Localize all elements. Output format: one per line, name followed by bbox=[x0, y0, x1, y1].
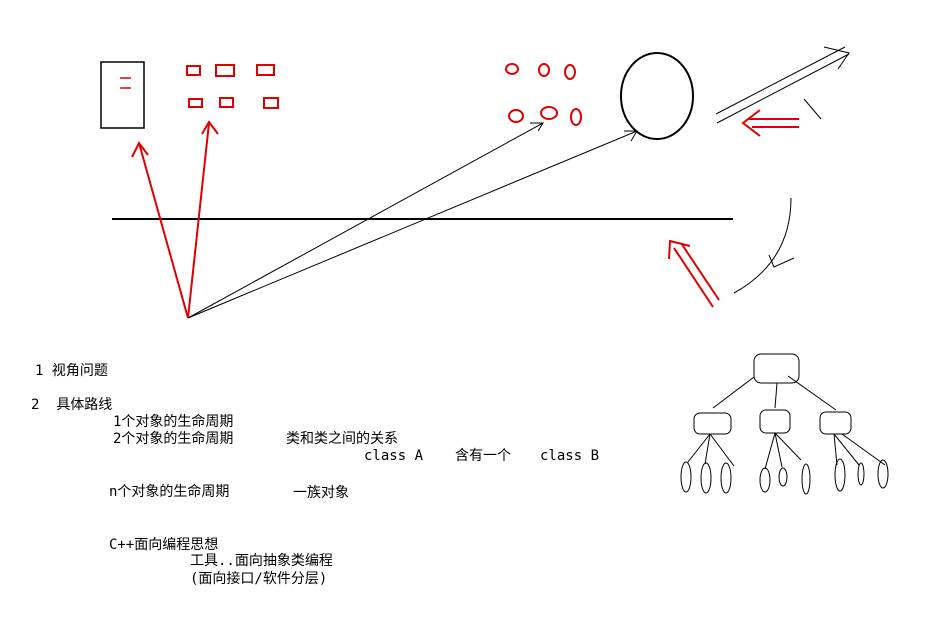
object-oval bbox=[540, 106, 558, 120]
object-rect bbox=[219, 97, 234, 108]
red-view-arrows bbox=[131, 120, 219, 319]
object-oval bbox=[538, 63, 550, 77]
view-arrow-line bbox=[187, 122, 544, 319]
object-oval bbox=[505, 63, 519, 75]
view-arrow-head bbox=[530, 122, 544, 132]
note-tools: 工具..面向抽象类编程 bbox=[190, 553, 333, 569]
tree-leaf bbox=[680, 461, 692, 493]
big-circle bbox=[620, 52, 694, 140]
note-item-2: 2 具体路线 bbox=[31, 397, 113, 413]
note-interface: (面向接口/软件分层) bbox=[190, 571, 328, 587]
note-two-objects: 2个对象的生命周期 bbox=[113, 431, 234, 447]
object-oval bbox=[508, 109, 524, 123]
view-arrow-line bbox=[187, 122, 210, 319]
object-rect bbox=[256, 64, 275, 76]
double-arrow-red-left bbox=[741, 109, 799, 137]
red-object-rects bbox=[186, 64, 279, 109]
object-oval bbox=[564, 64, 576, 80]
view-arrow-head bbox=[624, 130, 638, 142]
object-rect bbox=[215, 64, 235, 77]
object-oval bbox=[570, 108, 582, 126]
view-arrow-line bbox=[138, 142, 189, 319]
note-cpp: C++面向编程思想 bbox=[109, 537, 219, 553]
tree-leaf bbox=[759, 467, 771, 493]
tree-child-node bbox=[759, 409, 791, 434]
double-arrow-black bbox=[715, 46, 850, 124]
tree-leaf bbox=[700, 462, 712, 494]
view-arrow-head bbox=[201, 120, 219, 135]
tree-leaf bbox=[720, 462, 732, 494]
note-item-1: 1 视角问题 bbox=[35, 363, 108, 379]
double-arrow-red-diagonal bbox=[668, 239, 720, 308]
curved-arrow bbox=[733, 197, 795, 294]
single-object-box bbox=[100, 61, 145, 129]
tree-child-node bbox=[819, 411, 852, 435]
tree-leaf bbox=[857, 462, 865, 486]
note-n-objects: n个对象的生命周期 bbox=[109, 484, 230, 500]
red-object-ovals bbox=[505, 63, 582, 126]
tree-leaf bbox=[877, 459, 889, 489]
black-view-arrows bbox=[187, 122, 638, 319]
note-contains-one: 含有一个 bbox=[455, 448, 511, 464]
note-one-object: 1个对象的生命周期 bbox=[113, 414, 234, 430]
note-class-b: class B bbox=[540, 448, 600, 464]
note-class-a: class A bbox=[364, 448, 424, 464]
tree-child-node bbox=[693, 412, 732, 435]
view-arrow-head bbox=[131, 141, 149, 158]
object-rect bbox=[188, 98, 203, 108]
note-relation: 类和类之间的关系 bbox=[286, 431, 398, 447]
tree-leaf bbox=[834, 458, 846, 492]
object-rect bbox=[186, 65, 201, 76]
note-family: 一族对象 bbox=[293, 485, 349, 501]
tree-leaf bbox=[801, 463, 811, 495]
tree-leaf bbox=[778, 467, 788, 487]
view-arrow-line bbox=[187, 130, 638, 319]
object-rect bbox=[263, 97, 279, 109]
tree-diagram bbox=[680, 353, 889, 495]
